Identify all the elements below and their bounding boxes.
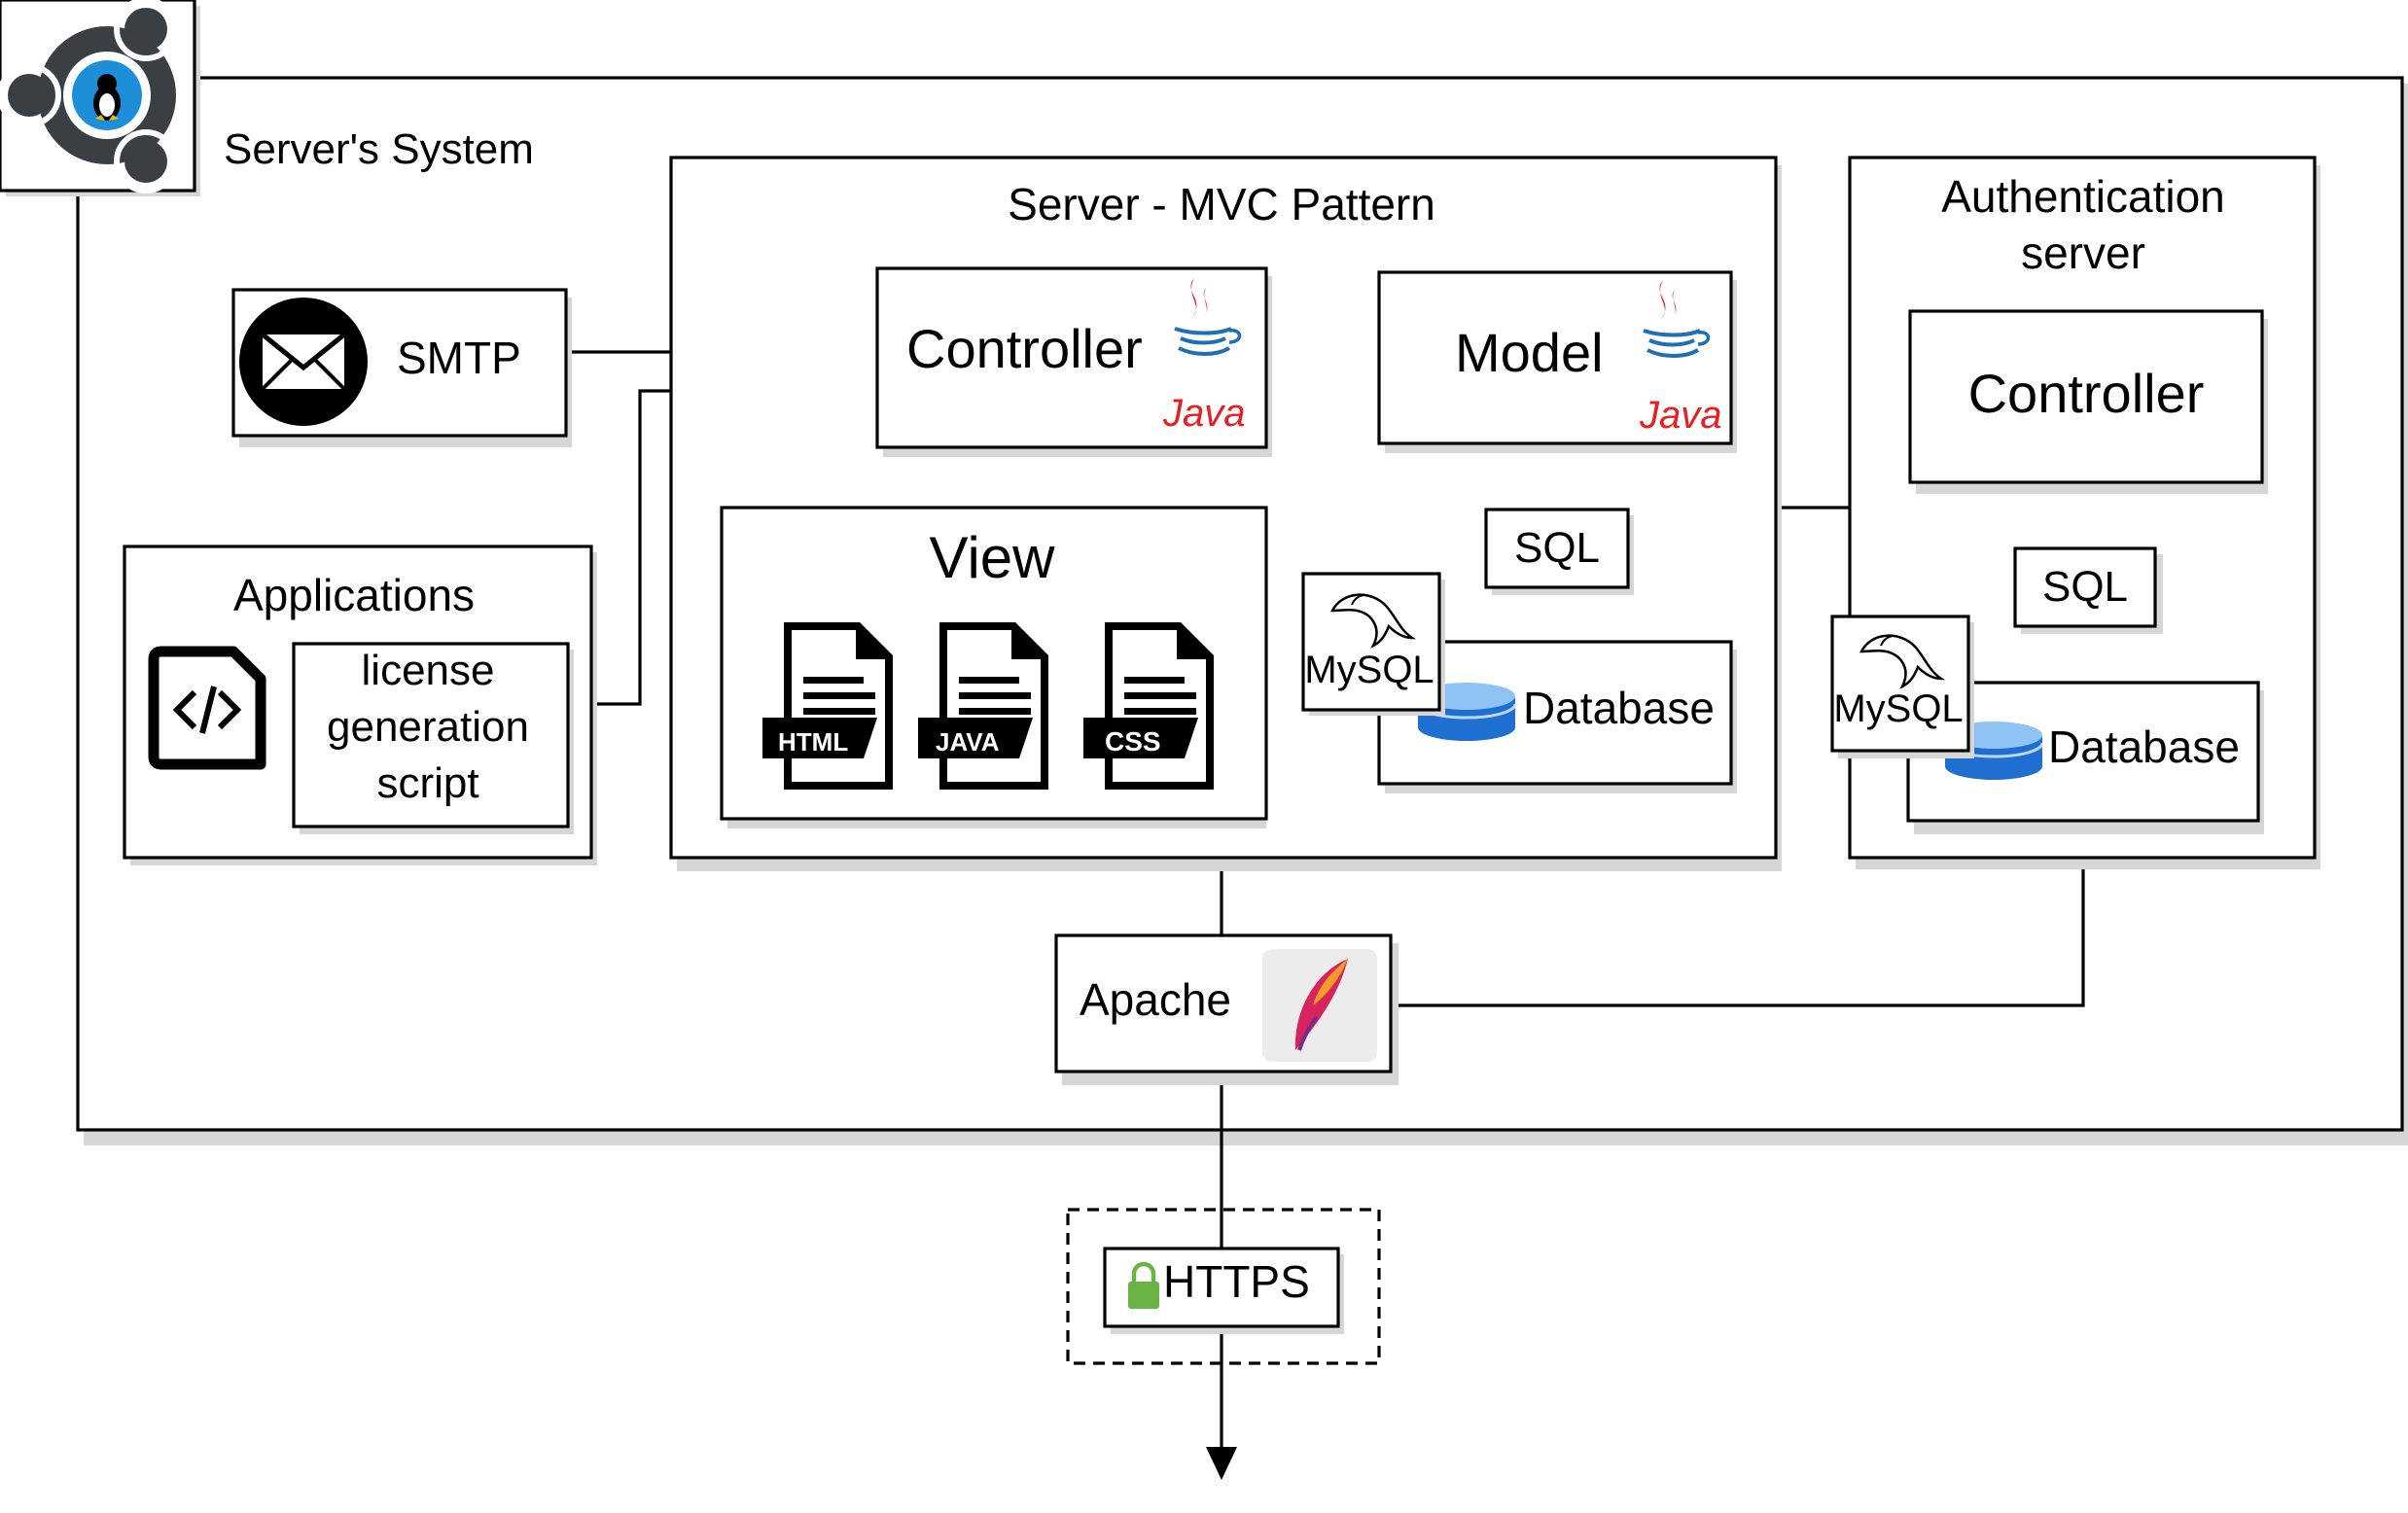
css-file-label: CSS <box>1105 726 1161 756</box>
mvc-model-label: Model <box>1455 322 1604 383</box>
css-file-icon: CSS <box>1083 622 1214 790</box>
smtp-label: SMTP <box>397 333 521 383</box>
mail-icon <box>239 298 368 426</box>
mvc-sql-label: SQL <box>1514 524 1600 572</box>
apache-feather-icon <box>1262 949 1377 1062</box>
auth-title-line-1: Authentication <box>1941 171 2225 222</box>
applications-title: Applications <box>233 570 475 620</box>
mvc-database-node: Database <box>1377 640 1737 793</box>
auth-mysql-label: MySQL <box>1833 687 1963 730</box>
system-title: Server's System <box>224 125 534 173</box>
license-script-box: license generation script <box>292 642 574 834</box>
auth-database-label: Database <box>2048 721 2240 772</box>
apache-node: Apache <box>1054 933 1399 1085</box>
html-file-icon: HTML <box>762 622 893 790</box>
lock-icon <box>1128 1261 1159 1309</box>
mvc-mysql-label: MySQL <box>1304 649 1434 691</box>
mvc-server-container: Server - MVC Pattern Controller Java Mod… <box>669 156 1782 871</box>
mvc-view-node: View HTML JAVA CSS <box>720 506 1268 828</box>
mvc-controller-node: Controller Java <box>875 266 1272 457</box>
auth-controller-label: Controller <box>1968 363 2205 424</box>
code-file-icon <box>148 646 266 770</box>
mvc-title: Server - MVC Pattern <box>1008 179 1435 229</box>
license-script-line-3: script <box>376 759 478 807</box>
license-script-line-1: license <box>362 647 495 694</box>
java-badge: Java <box>1639 394 1722 437</box>
mvc-sql-node: SQL <box>1484 508 1634 595</box>
java-badge: Java <box>1162 392 1246 435</box>
mvc-view-label: View <box>930 525 1056 590</box>
java-logo-icon: Java <box>1639 278 1722 437</box>
applications-container: Applications license generation script <box>123 545 597 865</box>
mvc-database-label: Database <box>1523 683 1715 733</box>
auth-title-line-2: server <box>2021 228 2145 278</box>
java-file-label: JAVA <box>936 727 1000 756</box>
auth-sql-label: SQL <box>2042 563 2128 611</box>
mvc-controller-label: Controller <box>906 318 1143 379</box>
apache-label: Apache <box>1080 974 1231 1025</box>
java-file-icon: JAVA <box>918 622 1048 790</box>
https-dashed-frame <box>1066 1208 1381 1365</box>
https-node: HTTPS <box>1066 1208 1381 1365</box>
mvc-mysql-node: MySQL <box>1301 572 1445 716</box>
auth-database-node: Database <box>1906 681 2264 834</box>
ubuntu-linux-logo-icon <box>0 0 200 196</box>
auth-controller-node: Controller <box>1908 309 2268 494</box>
smtp-node: SMTP <box>231 288 572 447</box>
arrow-head <box>1206 1447 1237 1480</box>
authentication-server-container: Authentication server Controller SQL Dat… <box>1830 156 2320 869</box>
https-label: HTTPS <box>1163 1256 1310 1307</box>
java-logo-icon: Java <box>1162 276 1246 435</box>
auth-sql-node: SQL <box>2013 546 2163 634</box>
license-script-line-2: generation <box>327 703 529 751</box>
auth-mysql-node: MySQL <box>1830 615 1974 758</box>
html-file-label: HTML <box>778 727 848 756</box>
mvc-model-node: Model Java <box>1377 270 1737 453</box>
